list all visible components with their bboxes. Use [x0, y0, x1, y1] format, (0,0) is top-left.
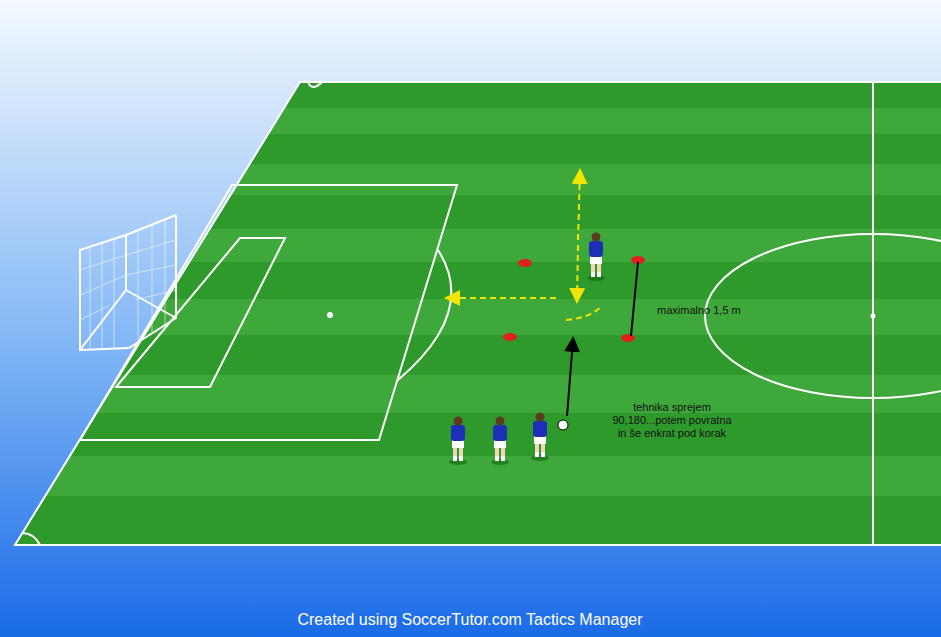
drill-note: tehnika sprejem 90,180...potem povratna …: [612, 401, 732, 440]
goal: [80, 215, 176, 350]
dimension-label: maximalno 1,5 m: [657, 304, 777, 317]
watermark: Created using SoccerTutor.com Tactics Ma…: [170, 610, 770, 629]
